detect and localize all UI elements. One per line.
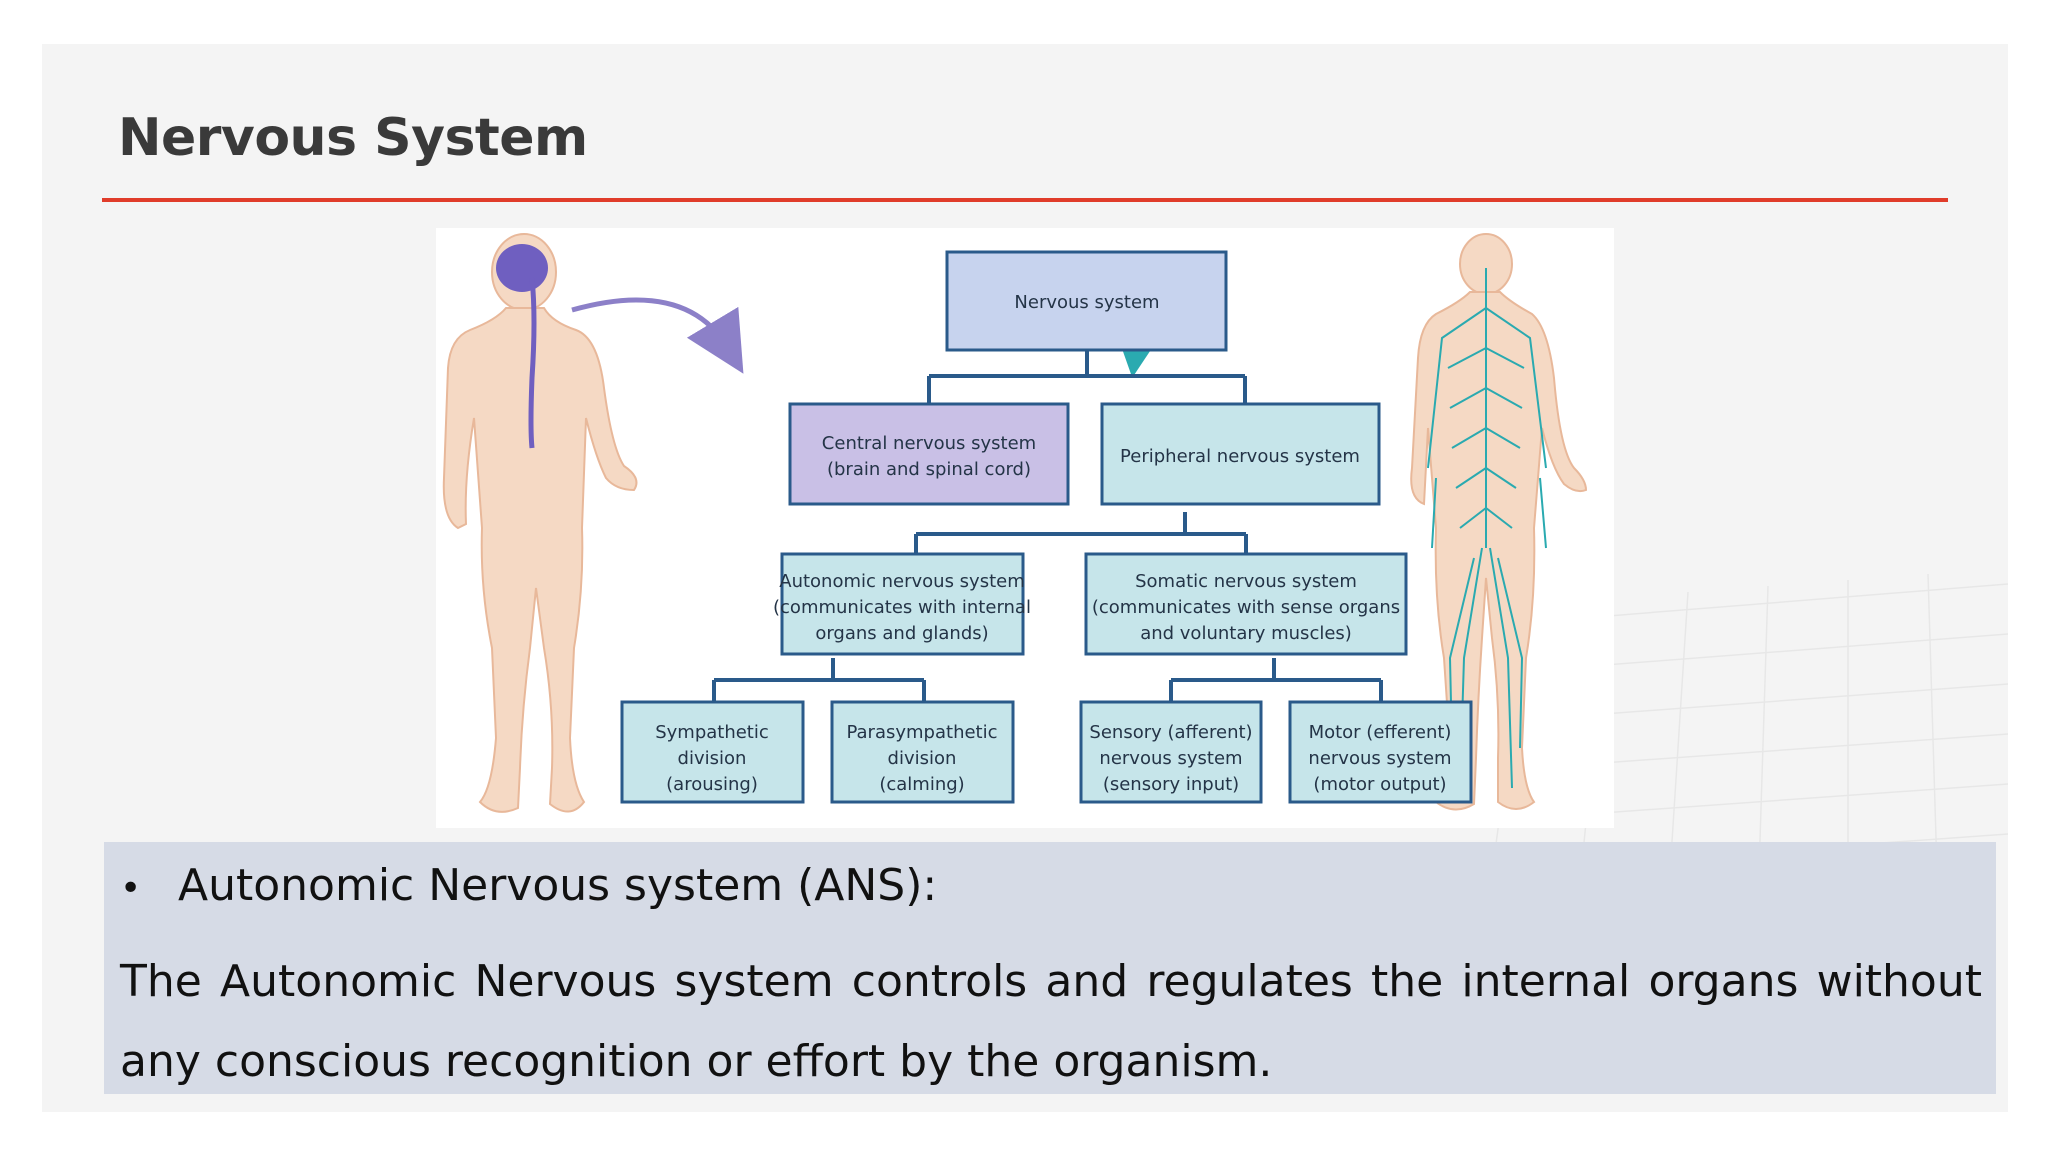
box-motor-nervous-system: Motor (efferent) nervous system (motor o…: [1288, 700, 1473, 804]
box-somatic-nervous-system: Somatic nervous system (communicates wit…: [1084, 552, 1408, 656]
box-central-nervous-system: Central nervous system (brain and spinal…: [788, 402, 1070, 506]
bullet-item: • Autonomic Nervous system (ANS):: [120, 860, 937, 911]
box-motor-line-3: (motor output): [1313, 774, 1446, 795]
box-pns-line-1: Peripheral nervous system: [1120, 446, 1360, 467]
box-sensory-line-3: (sensory input): [1103, 774, 1239, 795]
box-sensory-nervous-system: Sensory (afferent) nervous system (senso…: [1079, 700, 1263, 804]
box-nervous-system-line-1: Nervous system: [1014, 292, 1159, 313]
tree-connectors: [712, 350, 1383, 702]
box-sensory-line-1: Sensory (afferent): [1089, 722, 1252, 743]
cns-pointer-arrow: [571, 297, 744, 374]
box-parasympathetic-line-2: division: [888, 748, 957, 769]
body-paragraph: The Autonomic Nervous system controls an…: [120, 956, 1982, 1087]
box-ans-line-3: organs and glands): [815, 623, 988, 644]
box-sns-line-2: (communicates with sense organs: [1092, 597, 1400, 618]
box-cns-line-1: Central nervous system: [822, 433, 1036, 454]
box-sns-line-1: Somatic nervous system: [1135, 571, 1357, 592]
box-ans-line-1: Autonomic nervous system: [779, 571, 1025, 592]
pns-body-figure-icon: [1410, 233, 1588, 811]
diagram-svg: Nervous system Central nervous system (b…: [442, 233, 1588, 813]
bullet-heading: Autonomic Nervous system (ANS):: [178, 860, 938, 911]
box-sympathetic-line-1: Sympathetic: [655, 722, 769, 743]
box-sns-line-3: and voluntary muscles): [1140, 623, 1352, 644]
box-autonomic-nervous-system: Autonomic nervous system (communicates w…: [773, 552, 1031, 656]
nervous-system-diagram: Nervous system Central nervous system (b…: [436, 228, 1614, 828]
cns-body-figure-icon: [442, 233, 638, 813]
box-motor-line-2: nervous system: [1308, 748, 1451, 769]
slide: Nervous System: [42, 44, 2008, 1112]
box-sympathetic-line-3: (arousing): [666, 774, 758, 795]
page-title: Nervous System: [118, 108, 588, 168]
box-cns-line-2: (brain and spinal cord): [827, 459, 1031, 480]
title-underline: [102, 198, 1948, 202]
box-sympathetic-line-2: division: [678, 748, 747, 769]
box-ans-line-2: (communicates with internal: [773, 597, 1031, 618]
box-peripheral-nervous-system: Peripheral nervous system: [1100, 402, 1381, 506]
box-motor-line-1: Motor (efferent): [1309, 722, 1452, 743]
box-sympathetic-division: Sympathetic division (arousing): [620, 700, 805, 804]
box-parasympathetic-division: Parasympathetic division (calming): [830, 700, 1015, 804]
box-parasympathetic-line-1: Parasympathetic: [846, 722, 997, 743]
box-nervous-system: Nervous system: [945, 250, 1228, 352]
description-panel: • Autonomic Nervous system (ANS): The Au…: [104, 842, 1996, 1094]
bullet-icon: •: [120, 868, 142, 909]
box-sensory-line-2: nervous system: [1099, 748, 1242, 769]
box-parasympathetic-line-3: (calming): [879, 774, 964, 795]
